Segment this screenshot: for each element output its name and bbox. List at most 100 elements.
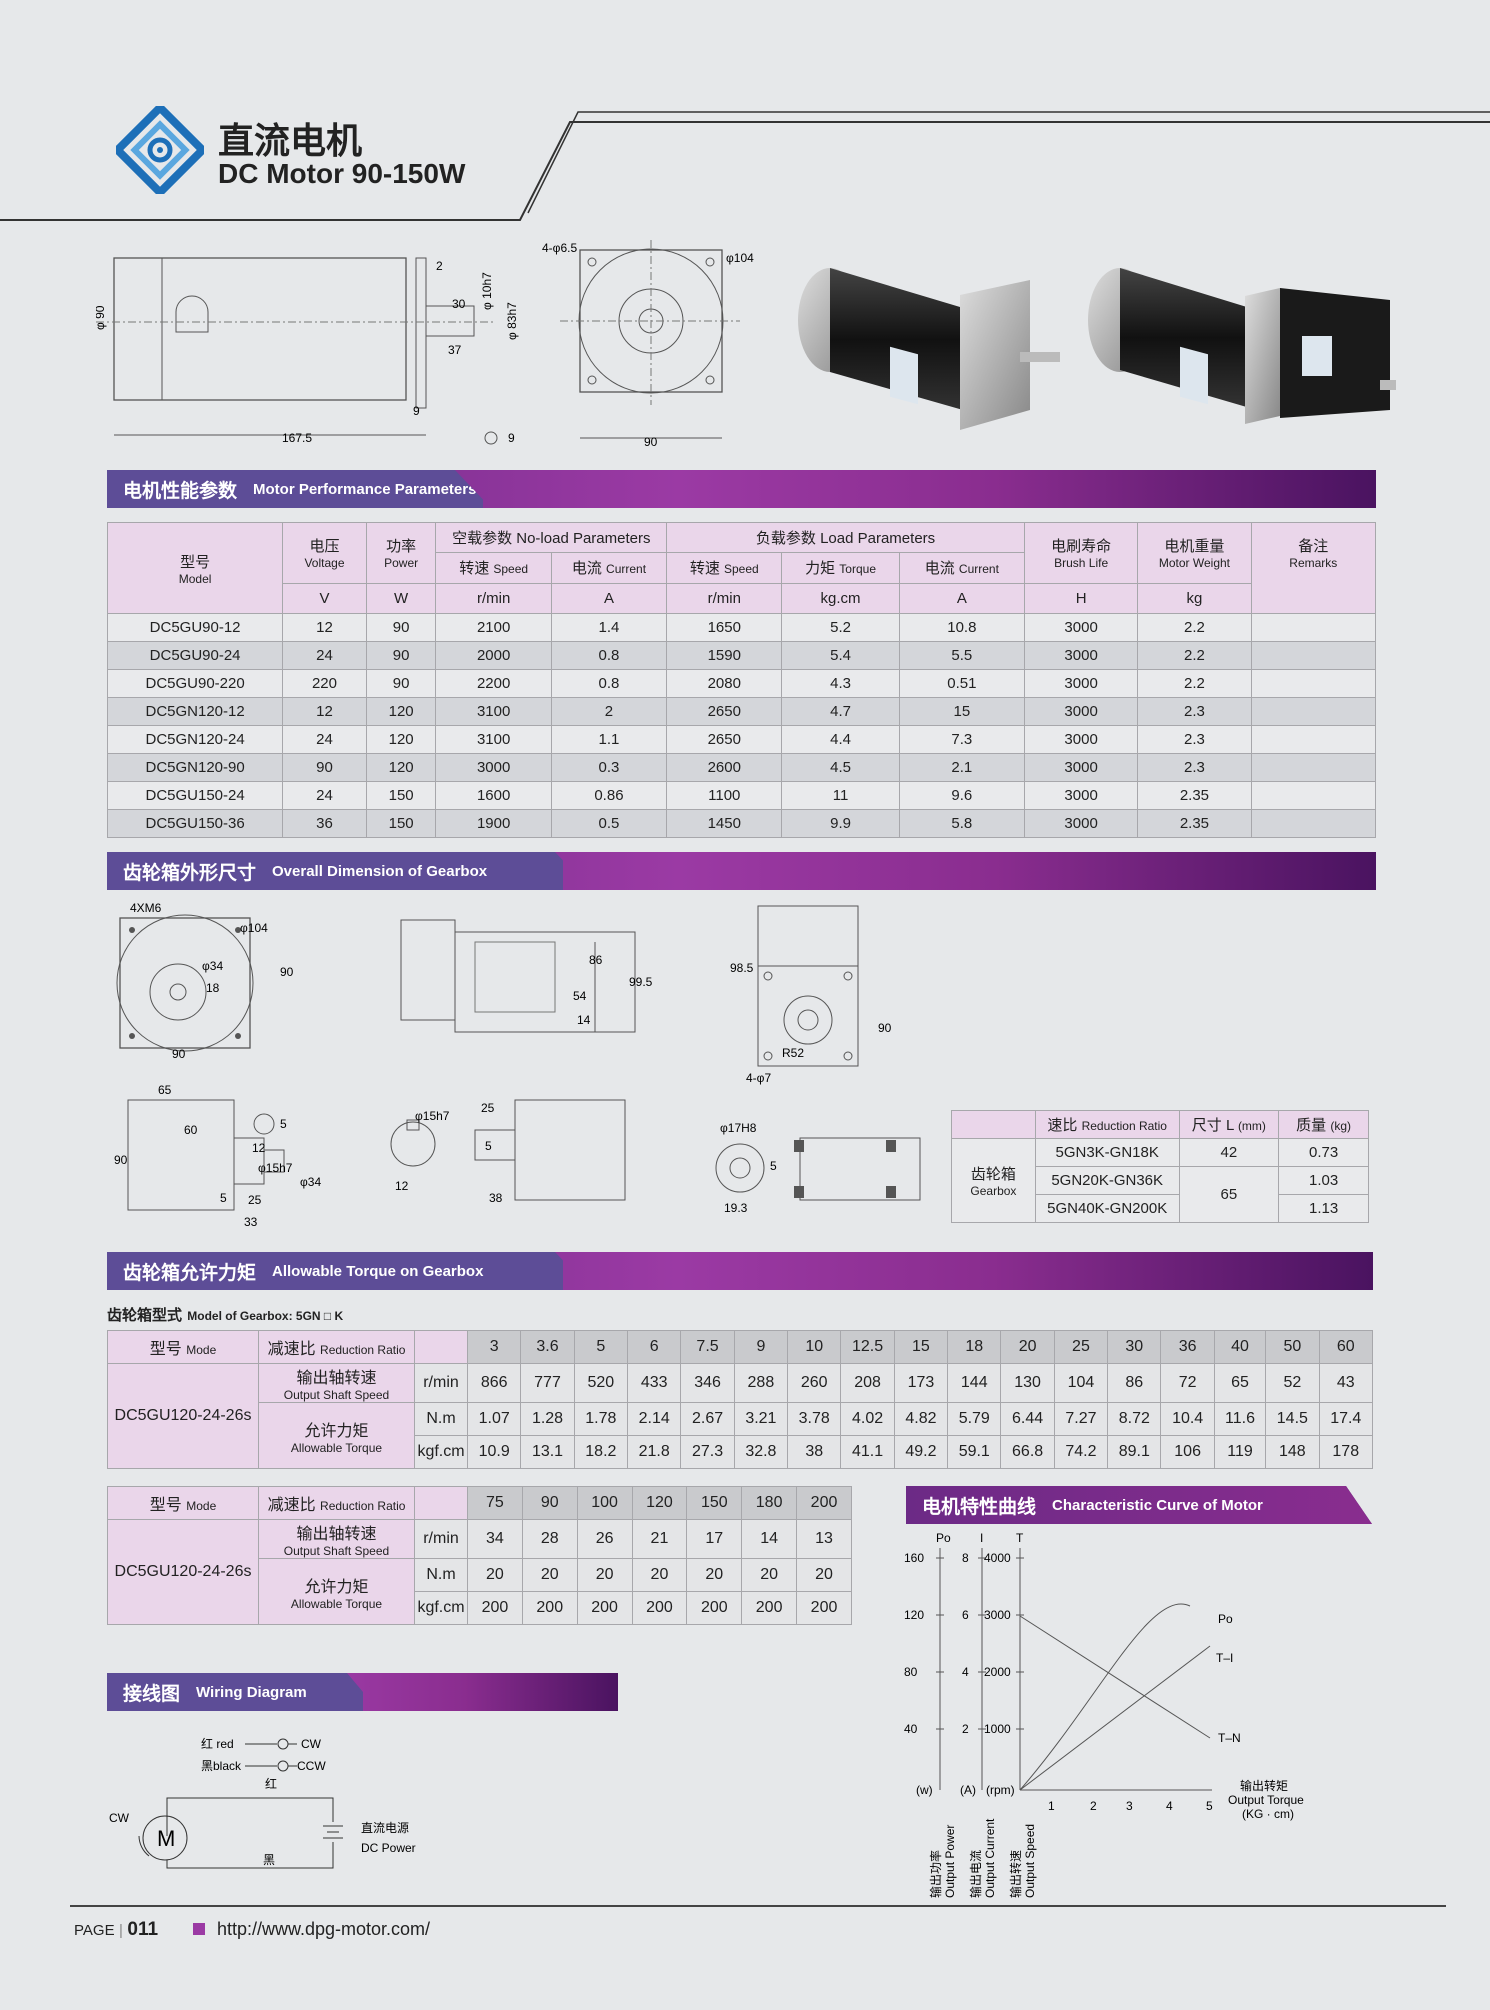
table-cell: 24 <box>282 641 367 670</box>
nm-cell: 3.21 <box>733 1402 789 1436</box>
col-torque-cn: 力矩 <box>805 560 836 578</box>
table-cell: DC5GU150-24 <box>106 781 284 810</box>
nm-cell: 8.72 <box>1107 1402 1162 1436</box>
nm-cell: 6.44 <box>1000 1402 1055 1436</box>
speed-cell: 14 <box>741 1519 798 1559</box>
table-cell: 24 <box>282 781 367 810</box>
table-cell: 220 <box>282 669 367 698</box>
website-link[interactable]: http://www.dpg-motor.com/ <box>216 1919 431 1939</box>
table-cell: 9.9 <box>781 809 900 838</box>
footer: PAGE | 011 http://www.dpg-motor.com/ <box>74 1919 431 1940</box>
table-cell <box>1250 641 1377 670</box>
col-mass-unit: (kg) <box>1330 1119 1352 1133</box>
x-tick-label: 3 <box>1126 1799 1133 1813</box>
wiring-diagram: 红 red 黑black CW CCW 红 M CW 黑 直流电源 DC Pow… <box>109 1736 416 1869</box>
unit-a: A <box>550 582 668 615</box>
section-band-perf: 电机性能参数 Motor Performance Parameters <box>107 470 1376 508</box>
table-cell: 11 <box>781 781 900 810</box>
table-cell: DC5GU90-24 <box>106 641 284 670</box>
y-tick-label: 40 <box>904 1722 918 1736</box>
dim-label: 90 <box>878 1021 892 1035</box>
model-cell: DC5GU120-24-26s <box>107 1519 259 1625</box>
ratio-cell: 100 <box>576 1486 633 1520</box>
col-speed-en: Speed <box>493 562 529 577</box>
unit-nm: N.m <box>414 1558 468 1592</box>
kgf-cell: 200 <box>741 1591 798 1625</box>
wire-red-label: 红 red <box>201 1736 234 1751</box>
table-cell: 2.2 <box>1137 641 1252 670</box>
kgf-cell: 66.8 <box>1000 1435 1055 1469</box>
table-cell: 2.3 <box>1137 753 1252 782</box>
col-weight-cn: 电机重量 <box>1164 538 1225 556</box>
col-unit <box>414 1486 468 1520</box>
speed-cell: 43 <box>1318 1363 1374 1403</box>
table-cell: 3000 <box>1023 725 1139 754</box>
table-cell: 3000 <box>1023 613 1139 642</box>
dim-label: φ34 <box>300 1175 321 1189</box>
table-cell: 9.6 <box>898 781 1025 810</box>
nm-cell: 17.4 <box>1318 1402 1374 1436</box>
col-mass-cn: 质量 <box>1296 1117 1327 1134</box>
section-title-en: Motor Performance Parameters <box>253 480 477 498</box>
dim-label: 54 <box>573 989 587 1003</box>
length-cell: 42 <box>1178 1138 1280 1167</box>
dim-label: 4-φ6.5 <box>542 241 577 255</box>
red-cn-label: 红 <box>265 1776 277 1791</box>
unit-a: A <box>898 582 1025 615</box>
dim-label: 60 <box>184 1123 198 1137</box>
dim-label: 18 <box>206 981 220 995</box>
table-cell: 2650 <box>666 725 783 754</box>
gearmotor-photo <box>1088 268 1396 424</box>
ratio-cell: 3 <box>466 1330 522 1364</box>
dim-label: 25 <box>481 1101 495 1115</box>
nm-cell: 1.78 <box>573 1402 629 1436</box>
table-cell: 5.4 <box>781 641 900 670</box>
dim-label: φ 90 <box>96 305 107 330</box>
cw-label: CW <box>301 1737 322 1751</box>
table-cell: 0.86 <box>550 781 668 810</box>
kgf-cell: 178 <box>1318 1435 1374 1469</box>
mass-cell: 0.73 <box>1278 1138 1369 1167</box>
dim-label: 90 <box>114 1153 128 1167</box>
table-cell: 3000 <box>1023 809 1139 838</box>
speed-cell: 777 <box>520 1363 575 1403</box>
y1-label-en: Output Power <box>943 1825 957 1898</box>
table-cell: 1100 <box>666 781 783 810</box>
nm-cell: 2.67 <box>680 1402 735 1436</box>
table-cell: 1590 <box>666 641 783 670</box>
dim-label: 25 <box>248 1193 262 1207</box>
col-voltage-en: Voltage <box>304 556 345 571</box>
col-remarks-cn: 备注 <box>1298 538 1329 555</box>
table-cell: 120 <box>365 753 437 782</box>
col-current-cn: 电流 <box>924 560 955 578</box>
kgf-cell: 27.3 <box>680 1435 735 1469</box>
table-cell: 2200 <box>435 669 552 698</box>
speed-cell: 104 <box>1053 1363 1109 1403</box>
col-length-unit: (mm) <box>1237 1119 1266 1133</box>
kgf-cell: 74.2 <box>1053 1435 1109 1469</box>
nm-cell: 20 <box>521 1558 578 1592</box>
speed-cell: 433 <box>627 1363 682 1403</box>
table-cell: 2.35 <box>1137 809 1252 838</box>
header-rule <box>0 111 1490 221</box>
kgf-cell: 13.1 <box>520 1435 575 1469</box>
table-cell: 1600 <box>435 781 552 810</box>
table-cell <box>1250 753 1377 782</box>
ratio-cell: 150 <box>686 1486 743 1520</box>
col-torque-en: Torque <box>839 562 876 577</box>
gearbox-end-drawing: 98.5 90 R52 4-φ7 <box>730 905 892 1085</box>
table-cell: 5.2 <box>781 613 900 642</box>
table-cell: 2080 <box>666 669 783 698</box>
curve-po-line <box>1019 1603 1191 1791</box>
table-cell: 3100 <box>435 725 552 754</box>
speed-cell: 26 <box>576 1519 633 1559</box>
